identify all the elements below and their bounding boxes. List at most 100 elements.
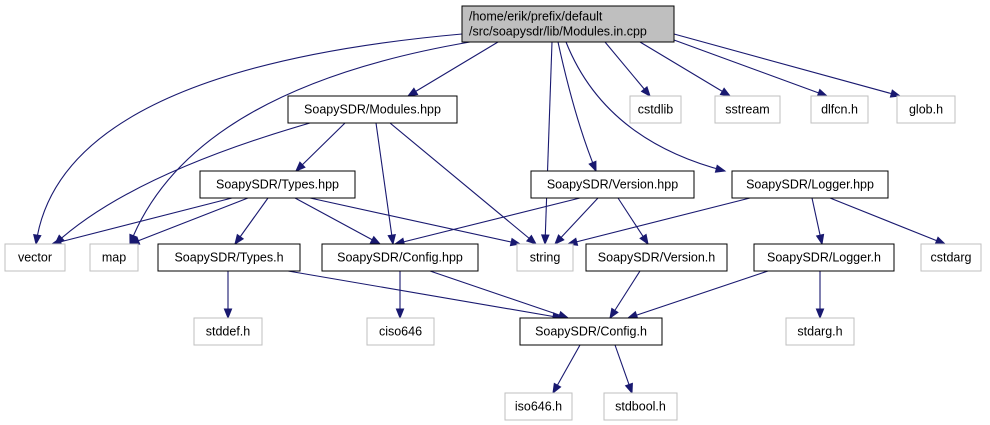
node-box: [193, 317, 263, 346]
edge-logger_hpp-to-cstdarg: [829, 197, 947, 245]
edge-arrowhead: [557, 310, 570, 320]
edge-modules_cpp-to-sstream: [639, 41, 732, 97]
node-label: map: [102, 251, 126, 265]
edge-arrowhead: [889, 89, 902, 98]
node-iso646-h: iso646.h: [504, 392, 573, 421]
edge-arrowhead: [640, 85, 651, 98]
edge-arrowhead: [609, 307, 619, 320]
edge-logger_h-to-stdarg_h: [815, 271, 825, 320]
edge-line: [554, 197, 599, 245]
node-box: [530, 170, 695, 199]
edge-arrowhead: [295, 161, 306, 172]
node-modules-cpp[interactable]: /home/erik/prefix/default/src/soapysdr/l…: [461, 5, 675, 43]
edge-line: [429, 270, 569, 319]
node-box: [810, 95, 869, 124]
node-config-hpp[interactable]: SoapySDR/Config.hpp: [321, 243, 479, 272]
node-version-hpp[interactable]: SoapySDR/Version.hpp: [530, 170, 695, 199]
node-label: SoapySDR/Types.h: [174, 251, 283, 265]
node-stddef-h: stddef.h: [193, 317, 263, 346]
node-logger-h[interactable]: SoapySDR/Logger.h: [753, 243, 895, 272]
node-label: SoapySDR/Config.hpp: [337, 251, 463, 265]
node-label: SoapySDR/Logger.hpp: [746, 178, 874, 192]
edge-modules_hpp-to-types_hpp: [295, 122, 346, 172]
edge-types_hpp-to-config_hpp: [294, 197, 382, 245]
edge-logger_hpp-to-string: [566, 197, 751, 246]
edge-line: [375, 122, 394, 245]
node-box: [89, 243, 139, 272]
node-modules-hpp[interactable]: SoapySDR/Modules.hpp: [287, 95, 458, 124]
node-label: SoapySDR/Modules.hpp: [304, 103, 441, 117]
node-map: map: [89, 243, 139, 272]
node-label: iso646.h: [515, 400, 562, 414]
edge-arrowhead: [552, 382, 562, 395]
node-types-hpp[interactable]: SoapySDR/Types.hpp: [199, 170, 356, 199]
edge-arrowhead: [540, 234, 550, 246]
edge-line: [54, 122, 311, 245]
edge-modules_hpp-to-string: [389, 122, 538, 245]
edge-line: [394, 197, 581, 245]
node-label: cstdlib: [638, 103, 673, 117]
node-label: /src/soapysdr/lib/Modules.in.cpp: [469, 25, 647, 39]
edge-modules_cpp-to-map: [129, 41, 471, 246]
edge-version_hpp-to-string: [554, 197, 599, 245]
edge-arrowhead: [369, 235, 382, 245]
node-box: [287, 95, 458, 124]
node-box: [516, 243, 574, 272]
node-label: cstdarg: [931, 251, 972, 265]
edge-line: [129, 197, 249, 245]
node-config-h[interactable]: SoapySDR/Config.h: [519, 317, 663, 346]
node-box: [504, 392, 573, 421]
node-box: [366, 317, 435, 346]
edge-config_hpp-to-config_h: [429, 270, 570, 320]
node-types-h[interactable]: SoapySDR/Types.h: [157, 243, 301, 272]
node-label: SoapySDR/Logger.h: [767, 251, 881, 265]
node-dlfcn-h: dlfcn.h: [810, 95, 869, 124]
node-logger-hpp[interactable]: SoapySDR/Logger.hpp: [731, 170, 889, 199]
edge-line: [309, 197, 521, 245]
edge-line: [627, 270, 769, 319]
node-label: stddef.h: [206, 325, 251, 339]
edge-line: [639, 41, 731, 97]
node-glob-h: glob.h: [896, 95, 956, 124]
edge-arrowhead: [223, 308, 233, 320]
node-box: [629, 95, 682, 124]
node-box: [519, 317, 663, 346]
node-string: string: [516, 243, 574, 272]
node-label: stdarg.h: [797, 325, 842, 339]
node-label: stdbool.h: [615, 400, 666, 414]
node-box: [461, 5, 675, 43]
edge-modules_cpp-to-dlfcn_h: [673, 39, 829, 97]
edge-modules_cpp-to-logger_hpp: [565, 41, 727, 173]
edge-arrowhead: [33, 234, 42, 246]
edge-modules_hpp-to-config_hpp: [375, 122, 396, 246]
edge-logger_hpp-to-logger_h: [811, 197, 825, 246]
edge-config_h-to-stdbool_h: [614, 344, 633, 395]
node-version-h[interactable]: SoapySDR/Version.h: [585, 243, 728, 272]
edge-arrowhead: [525, 234, 538, 245]
edge-version_hpp-to-version_h: [617, 197, 649, 246]
node-label: string: [530, 251, 561, 265]
edge-arrowhead: [406, 87, 419, 97]
node-box: [603, 392, 678, 421]
edges-layer: [33, 33, 947, 395]
node-label: sstream: [725, 103, 769, 117]
node-label: SoapySDR/Version.h: [598, 251, 715, 265]
node-label: glob.h: [909, 103, 943, 117]
node-label: SoapySDR/Types.hpp: [216, 178, 339, 192]
edge-types_hpp-to-vector: [50, 197, 233, 246]
edge-config_hpp-to-ciso646: [395, 271, 405, 320]
edge-arrowhead: [624, 382, 633, 395]
edge-types_hpp-to-types_h: [234, 197, 269, 246]
edge-line: [673, 33, 901, 97]
edge-line: [294, 197, 381, 245]
edge-arrowhead: [639, 233, 649, 246]
edge-arrowhead: [395, 308, 405, 320]
edge-line: [51, 197, 233, 245]
edge-modules_cpp-to-version_hpp: [557, 41, 597, 173]
node-cstdlib: cstdlib: [629, 95, 682, 124]
edge-modules_cpp-to-glob_h: [673, 33, 902, 98]
node-label: vector: [18, 251, 52, 265]
edge-line: [389, 122, 537, 245]
edge-arrowhead: [588, 160, 597, 173]
